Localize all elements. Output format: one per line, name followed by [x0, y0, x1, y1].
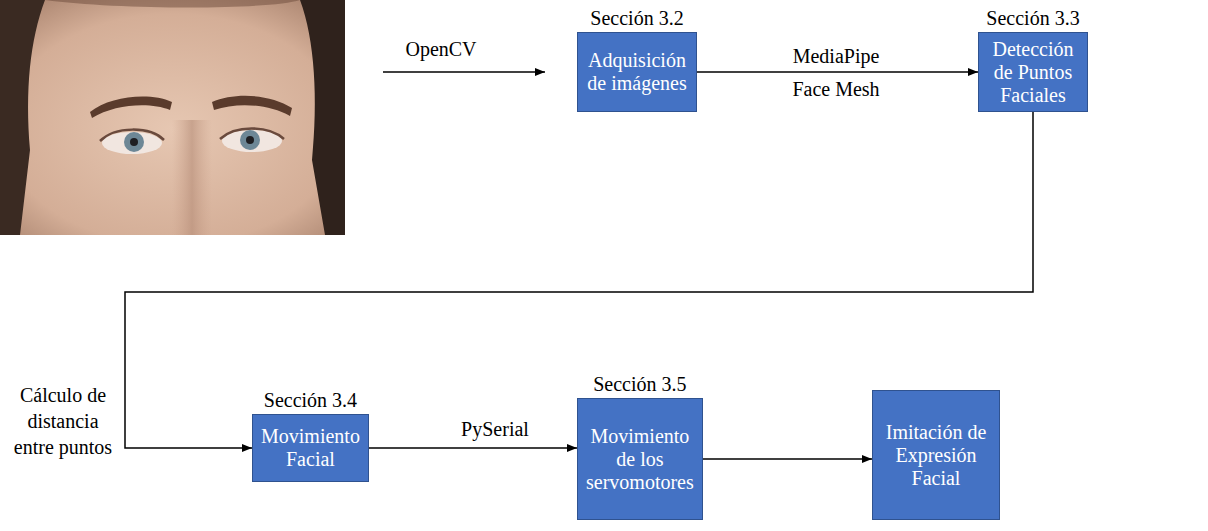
process-box: Sección 3.2Adquisición de imágenes: [577, 32, 697, 112]
box-text: Adquisición de imágenes: [586, 49, 688, 95]
process-box: Sección 3.5Movimiento de los servomotore…: [577, 398, 703, 520]
section-heading: Sección 3.2: [590, 7, 683, 30]
input-arrow: [383, 71, 545, 73]
box-text: Imitación de Expresión Facial: [881, 421, 991, 490]
box-text: Movimiento Facial: [261, 425, 360, 471]
face-photo: [0, 0, 345, 235]
edge-label: PySerial: [430, 418, 560, 441]
section-heading: Sección 3.5: [593, 373, 686, 396]
box-text: Movimiento de los servomotores: [586, 425, 694, 494]
process-box: Imitación de Expresión Facial: [872, 390, 1000, 520]
section-heading: Sección 3.3: [986, 7, 1079, 30]
edge-label: Cálculo de distancia entre puntos: [8, 382, 118, 460]
flow-arrow: [697, 71, 978, 73]
process-box: Sección 3.3Detección de Puntos Faciales: [978, 32, 1088, 112]
library-label: OpenCV: [395, 38, 487, 61]
flow-arrow: [703, 458, 872, 460]
box-text: Detección de Puntos Faciales: [987, 38, 1079, 107]
process-box: Sección 3.4Movimiento Facial: [252, 414, 369, 482]
section-heading: Sección 3.4: [264, 389, 357, 412]
flow-arrow: [369, 447, 577, 449]
edge-label: MediaPipe Face Mesh: [786, 40, 886, 106]
